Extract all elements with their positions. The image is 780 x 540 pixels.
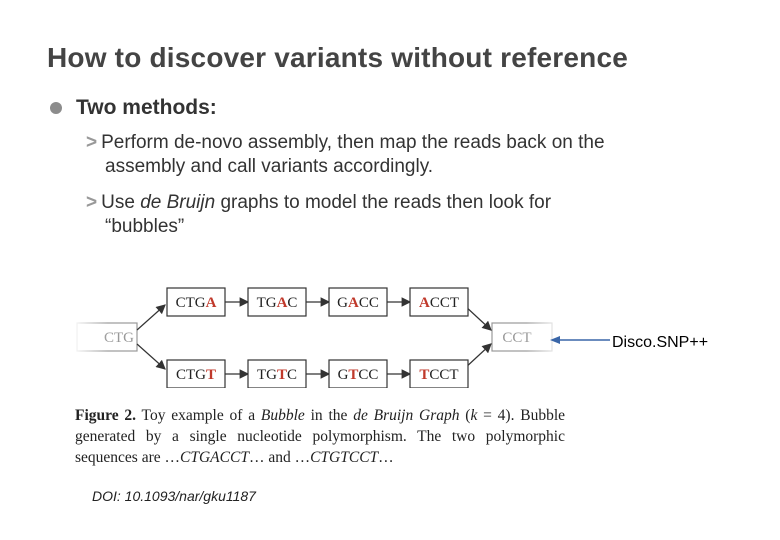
edge-fork-top	[136, 304, 166, 331]
method-1-line-1: Perform de-novo assembly, then map the r…	[101, 132, 605, 153]
tool-label: Disco.SNP++	[612, 334, 709, 351]
svg-text:ACCT: ACCT	[419, 295, 459, 311]
slide-title: How to discover variants without referen…	[47, 42, 628, 73]
method-2: >Use de Bruijn graphs to model the reads…	[86, 191, 551, 239]
caption-em: Bubble	[260, 407, 305, 424]
graph-node-bottom-3: GTCC	[328, 359, 388, 388]
bullet-dot-icon	[50, 102, 62, 114]
chevron-right-icon: >	[86, 192, 98, 213]
caption-text: …	[378, 449, 394, 466]
de-bruijn-bubble-figure: CTG CCT CTGA TGAC GACC ACCT CTGT TG	[72, 287, 562, 388]
svg-text:GACC: GACC	[337, 295, 379, 311]
caption-em: CTGTCCT	[310, 449, 379, 466]
method-2-line-2: “bubbles”	[105, 216, 185, 237]
svg-text:GTCC: GTCC	[338, 367, 379, 383]
graph-node-bottom-2: TGTC	[247, 359, 307, 388]
caption-em: de Bruijn Graph	[353, 407, 460, 424]
caption-text: in the	[304, 407, 354, 424]
caption-text: Toy example of a	[136, 407, 261, 424]
graph-node-top-2: TGAC	[247, 287, 307, 317]
arrow-left-icon	[550, 336, 560, 344]
edge-fork-bottom	[136, 343, 166, 370]
method-2-line-1-em: de Bruijn	[140, 192, 216, 213]
svg-text:TCCT: TCCT	[419, 367, 458, 383]
graph-node-bottom-4: TCCT	[409, 359, 469, 388]
svg-text:TGTC: TGTC	[257, 367, 297, 383]
svg-text:TGAC: TGAC	[257, 295, 298, 311]
graph-node-top-1: CTGA	[166, 287, 226, 317]
graph-node-end-label: CCT	[502, 330, 531, 346]
caption-label: Figure 2.	[75, 407, 137, 424]
annotation-arrow	[550, 336, 610, 344]
caption-text: = 4). Bubble generated by a single nucle…	[75, 407, 566, 466]
chevron-right-icon: >	[86, 132, 98, 153]
graph-node-start-label: CTG	[104, 330, 134, 346]
caption-em: CTGACCT	[180, 449, 249, 466]
bullet-heading: Two methods:	[76, 96, 217, 119]
graph-node-end: CCT	[491, 320, 562, 354]
caption-em: k	[470, 407, 478, 424]
svg-text:CTGA: CTGA	[176, 295, 217, 311]
caption-text: … and …	[248, 449, 311, 466]
graph-node-bottom-1: CTGT	[166, 359, 226, 388]
caption-text: (	[459, 407, 471, 424]
method-2-line-1-pre: Use	[101, 192, 141, 213]
method-2-line-1-post: graphs to model the reads then look for	[215, 192, 552, 213]
method-1-line-2: assembly and call variants accordingly.	[105, 156, 434, 177]
graph-node-top-4: ACCT	[409, 287, 469, 317]
graph-node-top-3: GACC	[328, 287, 388, 317]
graph-node-start: CTG	[72, 320, 138, 354]
svg-text:CTGT: CTGT	[176, 367, 216, 383]
method-1: >Perform de-novo assembly, then map the …	[86, 131, 605, 179]
doi-reference: DOI: 10.1093/nar/gku1187	[92, 488, 256, 504]
figure-caption: Figure 2. Toy example of a Bubble in the…	[75, 405, 565, 468]
